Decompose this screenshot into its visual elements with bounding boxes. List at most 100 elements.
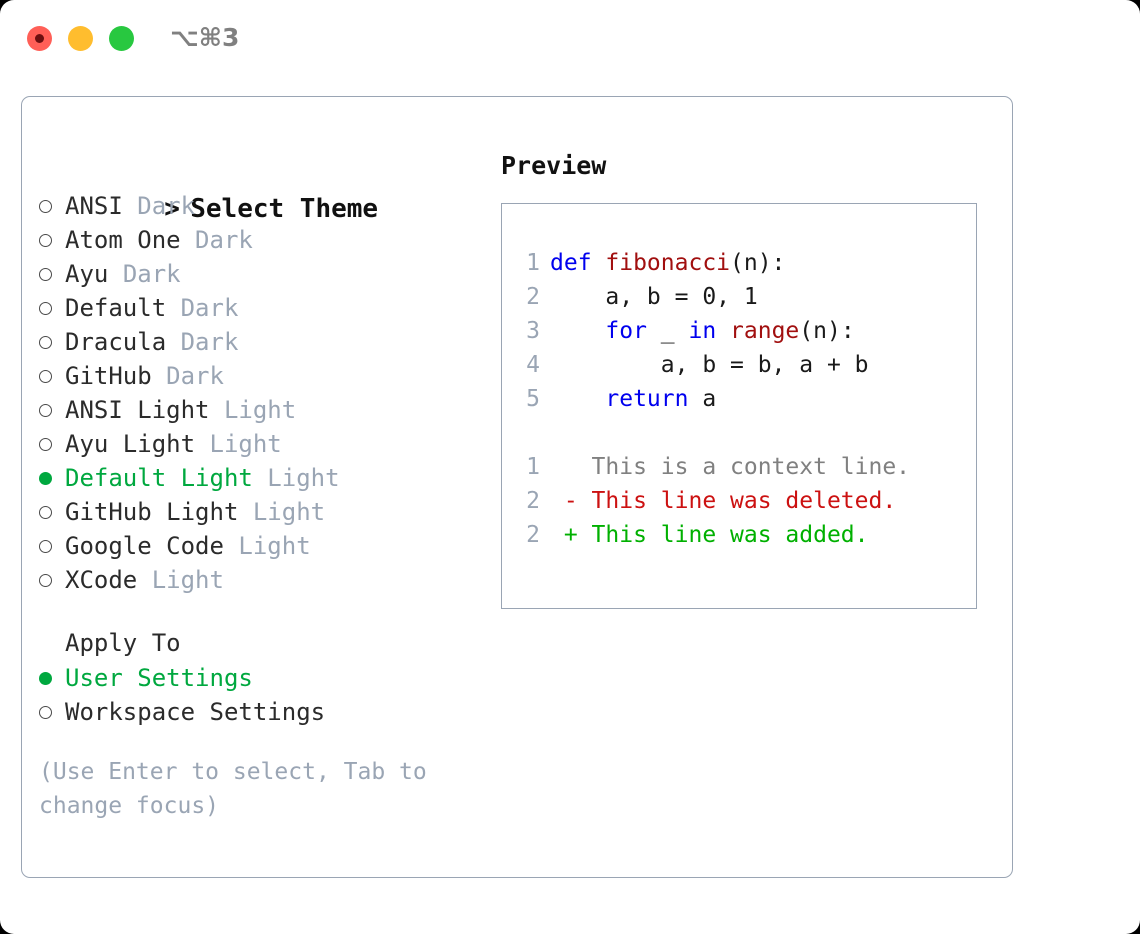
code-token: in bbox=[688, 318, 717, 344]
theme-option-ayu-light[interactable]: Ayu Light Light bbox=[39, 427, 489, 461]
code-token bbox=[716, 318, 730, 344]
diff_lines-line: 1 This is a context line. bbox=[514, 450, 910, 484]
code_lines-line: 5 return a bbox=[514, 382, 910, 416]
line-number: 4 bbox=[526, 352, 540, 378]
bullet bbox=[39, 403, 52, 417]
theme-option-github[interactable]: GitHub Dark bbox=[39, 359, 489, 393]
line-number: 1 bbox=[526, 454, 540, 480]
diff_lines-line: 2 - This line was deleted. bbox=[514, 484, 910, 518]
apply-to-name: User Settings bbox=[65, 664, 253, 692]
theme-name: Ayu Light bbox=[65, 430, 196, 458]
code-token: def bbox=[550, 250, 606, 276]
theme-variant-badge: Light bbox=[252, 498, 326, 526]
apply-to-option-user-settings[interactable]: User Settings bbox=[39, 661, 489, 695]
spacer bbox=[39, 597, 489, 625]
code-token bbox=[550, 386, 605, 412]
theme-option-xcode[interactable]: XCode Light bbox=[39, 563, 489, 597]
theme-option-ansi[interactable]: ANSI Dark bbox=[39, 189, 489, 223]
radio-unselected-icon bbox=[39, 225, 65, 259]
select-theme-title: Select Theme bbox=[190, 194, 379, 224]
theme-option-dracula[interactable]: Dracula Dark bbox=[39, 325, 489, 359]
caret-icon: > bbox=[164, 194, 180, 224]
diff_lines-line: 2 + This line was added. bbox=[514, 518, 910, 552]
theme-option-github-light[interactable]: GitHub Light Light bbox=[39, 495, 489, 529]
code-token: + This line was added. bbox=[550, 522, 869, 548]
radio-unselected-icon bbox=[39, 327, 65, 361]
theme-variant-badge: Light bbox=[209, 430, 282, 458]
keyboard-shortcut-label: ⌥⌘3 bbox=[170, 23, 240, 52]
theme-option-ayu[interactable]: Ayu Dark bbox=[39, 257, 489, 291]
theme-option-default-light[interactable]: Default Light Light bbox=[39, 461, 489, 495]
theme-option-atom-one[interactable]: Atom One Dark bbox=[39, 223, 489, 257]
maximize-button[interactable] bbox=[109, 26, 134, 51]
minimize-button[interactable] bbox=[68, 26, 93, 51]
bullet bbox=[39, 573, 52, 587]
bullet bbox=[39, 505, 52, 519]
code-token: a, b = 0, 1 bbox=[550, 284, 758, 310]
bullet bbox=[39, 471, 52, 485]
bullet bbox=[39, 301, 52, 315]
theme-variant-badge: Light bbox=[223, 396, 297, 424]
theme-variant-badge: Dark bbox=[180, 294, 239, 322]
theme-name: Dracula bbox=[65, 328, 167, 356]
theme-name: Atom One bbox=[65, 226, 181, 254]
theme-option-ansi-light[interactable]: ANSI Light Light bbox=[39, 393, 489, 427]
theme-name: ANSI bbox=[65, 192, 123, 220]
bullet bbox=[39, 705, 52, 719]
code-token: (n): bbox=[730, 250, 786, 276]
radio-unselected-icon bbox=[39, 361, 65, 395]
bullet bbox=[39, 267, 52, 281]
hint-text: (Use Enter to select, Tab to change focu… bbox=[39, 759, 441, 819]
radio-unselected-icon bbox=[39, 293, 65, 327]
line-number: 2 bbox=[526, 522, 540, 548]
bullet bbox=[39, 369, 52, 383]
bullet bbox=[39, 335, 52, 349]
radio-unselected-icon bbox=[39, 395, 65, 429]
bullet bbox=[39, 671, 52, 685]
theme-variant-badge: Dark bbox=[122, 260, 181, 288]
apply-to-label: Apply To bbox=[65, 629, 181, 657]
theme-name: Default bbox=[65, 294, 167, 322]
theme-name: XCode bbox=[65, 566, 138, 594]
code-token: This is a context line. bbox=[550, 454, 911, 480]
code-token: _ bbox=[646, 318, 689, 344]
radio-selected-icon bbox=[39, 663, 65, 697]
bullet bbox=[39, 539, 52, 553]
theme-option-default[interactable]: Default Dark bbox=[39, 291, 489, 325]
apply-to-name: Workspace Settings bbox=[65, 698, 326, 726]
close-button[interactable] bbox=[27, 26, 52, 51]
radio-unselected-icon bbox=[39, 497, 65, 531]
title-bar: ⌥⌘3 bbox=[0, 0, 1140, 78]
code_lines-line: 3 for _ in range(n): bbox=[514, 314, 910, 348]
radio-unselected-icon bbox=[39, 697, 65, 731]
code-token: a, b = b, a + b bbox=[550, 352, 869, 378]
line-number: 5 bbox=[526, 386, 540, 412]
line-number: 1 bbox=[526, 250, 540, 276]
radio-unselected-icon bbox=[39, 531, 65, 565]
code_lines-line: 4 a, b = b, a + b bbox=[514, 348, 910, 382]
line-number: 2 bbox=[526, 284, 540, 310]
code-token: (n): bbox=[799, 318, 855, 344]
theme-variant-badge: Dark bbox=[166, 362, 224, 390]
line-number: 2 bbox=[526, 488, 540, 514]
code-blank-line bbox=[514, 416, 910, 450]
theme-name: Default Light bbox=[65, 464, 253, 492]
radio-unselected-icon bbox=[39, 191, 65, 225]
theme-variant-badge: Light bbox=[151, 566, 224, 594]
line-number: 3 bbox=[526, 318, 540, 344]
bullet bbox=[39, 437, 52, 451]
theme-option-google-code[interactable]: Google Code Light bbox=[39, 529, 489, 563]
theme-name: ANSI Light bbox=[65, 396, 210, 424]
apply-to-option-workspace-settings[interactable]: Workspace Settings bbox=[39, 695, 489, 729]
window-controls bbox=[27, 26, 134, 51]
radio-unselected-icon bbox=[39, 429, 65, 463]
code-token: - This line was deleted. bbox=[550, 488, 897, 514]
theme-name: Google Code bbox=[65, 532, 224, 560]
code-token bbox=[550, 318, 605, 344]
theme-variant-badge: Dark bbox=[195, 226, 253, 254]
